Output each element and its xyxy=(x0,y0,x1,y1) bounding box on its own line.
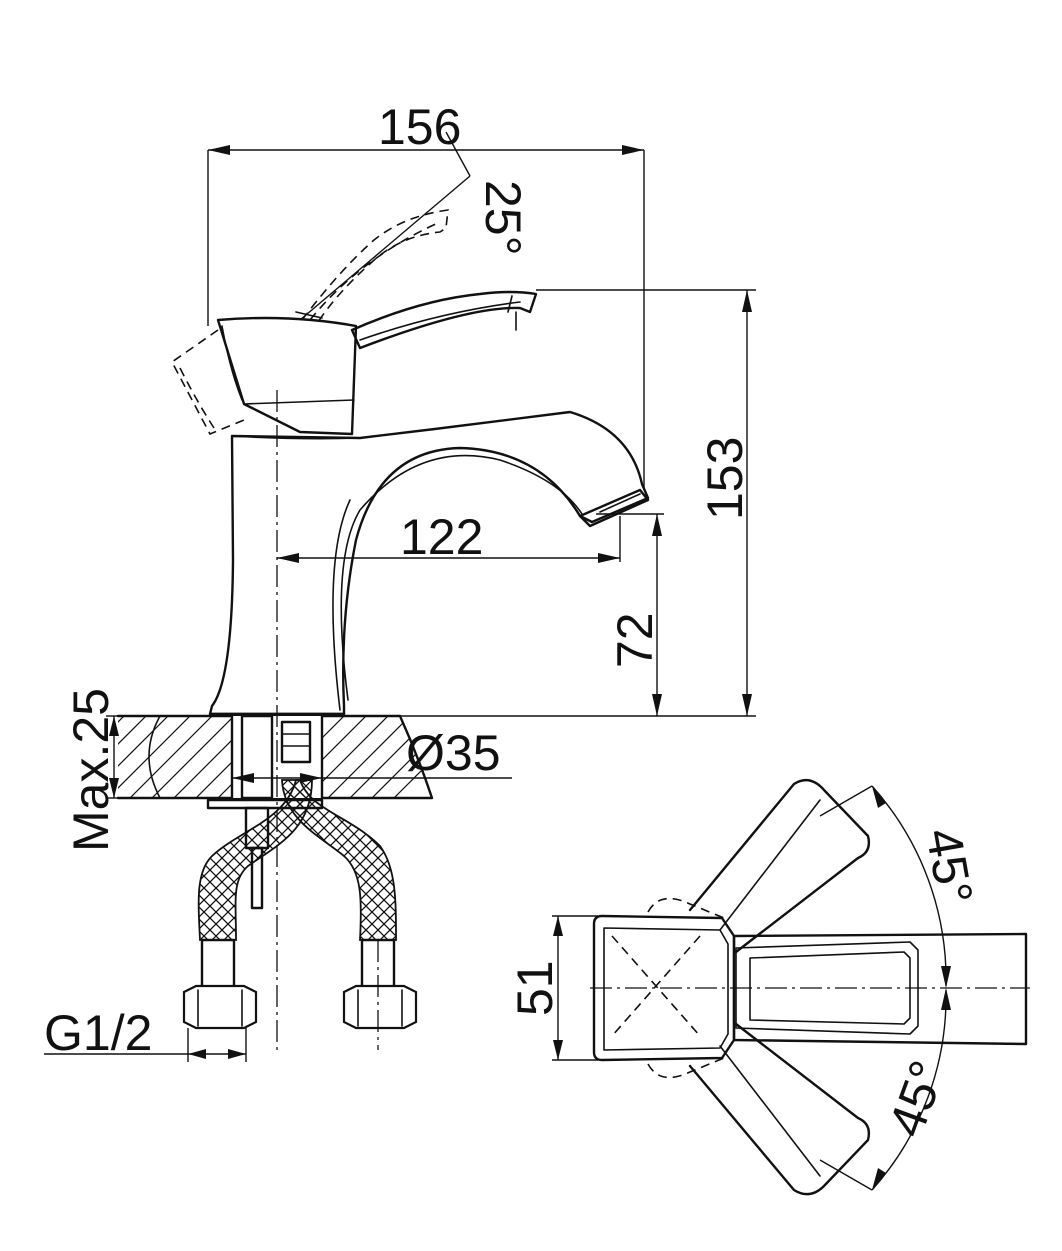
lever-open-position xyxy=(301,209,449,323)
dimension-156: 156 xyxy=(207,99,645,490)
cartridge-rotation-bottom xyxy=(647,1057,725,1079)
dimension-122: 122 xyxy=(277,509,621,565)
dimension-25deg: 25° xyxy=(299,131,531,321)
dimension-max25: Max.25 xyxy=(63,688,122,852)
dimension-122-label: 122 xyxy=(400,509,483,565)
dimension-45deg-bottom-label: 45° xyxy=(878,1054,956,1144)
dimension-51: 51 xyxy=(507,915,598,1061)
dimension-153: 153 xyxy=(344,289,756,717)
dimension-45deg-top-label: 45° xyxy=(915,824,983,908)
dimension-156-label: 156 xyxy=(378,99,461,155)
dimension-153-label: 153 xyxy=(697,437,753,520)
side-view: 156 25° 153 122 xyxy=(44,99,756,1062)
dimension-dia35-label: Ø35 xyxy=(406,725,501,781)
hose-right xyxy=(281,779,418,1050)
dimension-25deg-label: 25° xyxy=(475,180,531,256)
mounting-shank xyxy=(206,714,324,910)
dimension-max25-label: Max.25 xyxy=(63,688,119,852)
lever-closed-position xyxy=(350,290,538,350)
dimension-dia35: Ø35 xyxy=(232,725,512,783)
dimension-51-label: 51 xyxy=(507,960,563,1016)
lever-rotated-down xyxy=(688,1022,871,1196)
lever-rotated-up xyxy=(688,778,871,954)
dimension-72: 72 xyxy=(596,513,664,716)
top-view: 51 45° 45° xyxy=(507,778,1030,1196)
handle-cartridge xyxy=(216,311,358,436)
dimension-72-label: 72 xyxy=(607,612,663,668)
cartridge-rotation-outline xyxy=(170,329,245,436)
dimension-g12: G1/2 xyxy=(44,1005,247,1062)
dimension-g12-label: G1/2 xyxy=(44,1005,152,1061)
hose-left xyxy=(182,779,313,1030)
cartridge-rotation-top xyxy=(647,897,725,919)
faucet-body xyxy=(208,410,650,716)
lever-center xyxy=(732,932,1028,1046)
